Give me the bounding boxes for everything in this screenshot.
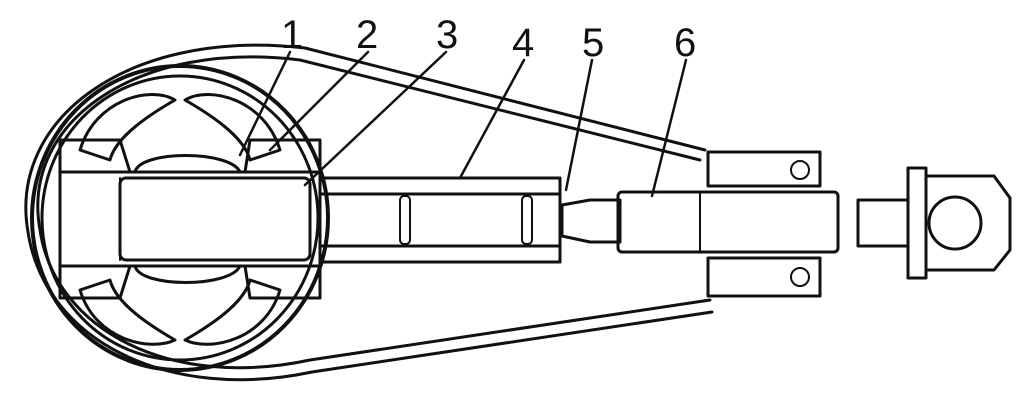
end-fitting (856, 166, 1012, 280)
hub-section (58, 138, 322, 300)
callout-2: 2 (356, 13, 378, 57)
rod (560, 190, 840, 254)
shaft (58, 170, 322, 268)
callout-1: 1 (281, 13, 303, 57)
callout-4: 4 (512, 21, 534, 65)
callout-5: 5 (582, 21, 604, 65)
small-pulley (706, 150, 822, 298)
bearing (133, 154, 242, 284)
callout-3: 3 (436, 13, 458, 57)
leader-lines (238, 50, 688, 198)
callout-6: 6 (674, 21, 696, 65)
tube (318, 176, 562, 264)
large-pulley (30, 64, 330, 372)
belt (24, 43, 714, 382)
